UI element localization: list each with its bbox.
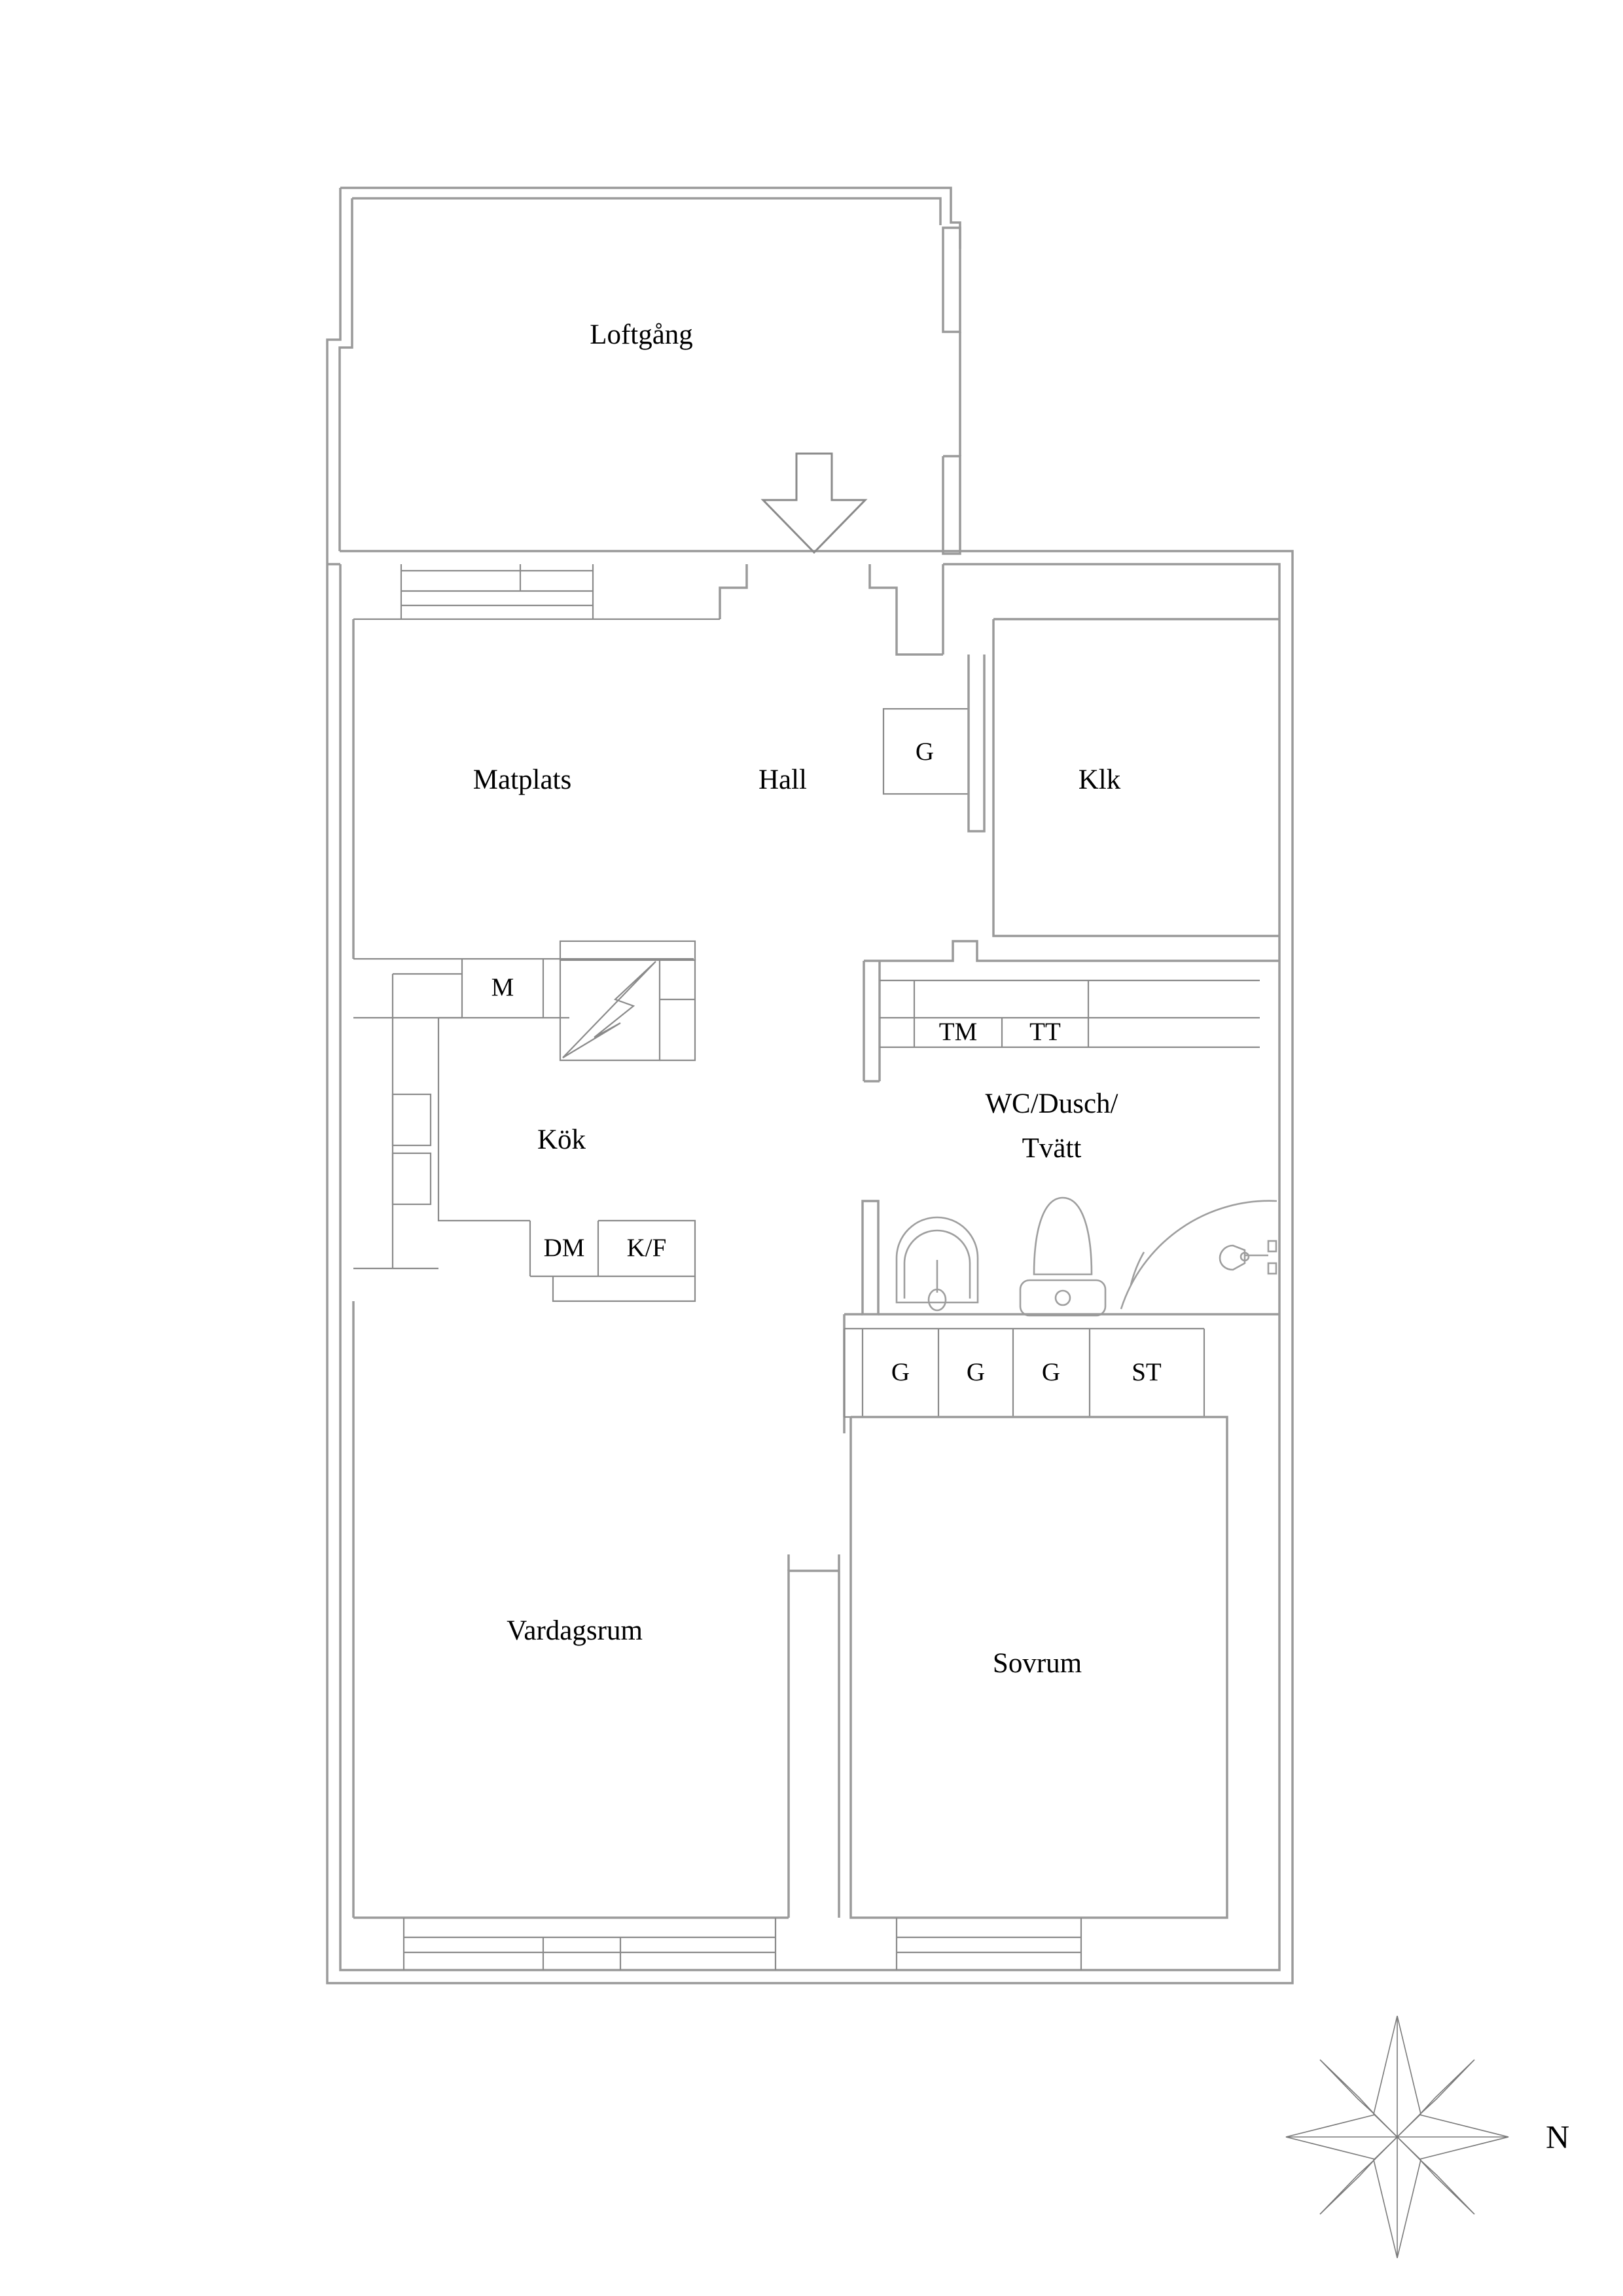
- room-label-hall: Hall: [758, 764, 807, 795]
- cabinet-left-lower: [391, 1152, 432, 1206]
- appliance-washer-dryer-block: TM TT: [880, 979, 1260, 1049]
- appliance-fridge-freezer: K/F: [598, 1219, 696, 1278]
- window-sovrum: [895, 1918, 1082, 1970]
- appliance-label-kf: K/F: [627, 1234, 667, 1262]
- room-klk: Klk: [992, 618, 1279, 937]
- shower-icon: [1120, 1200, 1277, 1310]
- compass-rose-icon: N: [1285, 2015, 1569, 2259]
- room-label-kok: Kök: [537, 1124, 586, 1155]
- room-label-vardagsrum: Vardagsrum: [507, 1615, 643, 1646]
- wardrobe-label-g3: G: [1042, 1358, 1060, 1386]
- appliance-microwave: M: [461, 959, 544, 1018]
- appliance-label-tm: TM: [939, 1018, 978, 1046]
- room-matplats: Matplats: [352, 564, 720, 959]
- cabinet-left-upper: [391, 1093, 432, 1147]
- room-label-wc-line2: Tvätt: [1022, 1133, 1082, 1164]
- wardrobe-row: G G G ST: [843, 1327, 1205, 1418]
- wardrobe-label-st: ST: [1132, 1358, 1162, 1386]
- closet-label-g: G: [916, 738, 934, 766]
- appliance-label-tt: TT: [1029, 1018, 1061, 1046]
- room-hall: Hall G: [758, 655, 986, 833]
- appliance-dishwasher: DM: [529, 1221, 599, 1278]
- toilet-icon: [1019, 1196, 1107, 1317]
- entry-door-jambs: [719, 564, 944, 656]
- room-kok: M DM K/F Kök: [353, 940, 696, 1302]
- room-sovrum: Sovrum: [849, 1416, 1228, 1970]
- room-label-wc-line1: WC/Dusch/: [985, 1088, 1118, 1119]
- wardrobe-label-g1: G: [891, 1358, 910, 1386]
- closet-hall-g: G: [882, 708, 970, 795]
- window-vardagsrum: [402, 1918, 777, 1970]
- lightning-bolt-icon: [562, 961, 656, 1058]
- appliance-label-dm: DM: [544, 1234, 585, 1262]
- apartment-outer-walls: [326, 550, 1294, 1984]
- room-label-loftgang: Loftgång: [590, 319, 693, 350]
- room-loftgang: Loftgång: [326, 187, 961, 564]
- sink-icon: [895, 1216, 979, 1312]
- room-label-matplats: Matplats: [473, 764, 571, 795]
- room-vardagsrum: Vardagsrum: [352, 1301, 840, 1970]
- wardrobe-label-g2: G: [967, 1358, 985, 1386]
- window-matplats: [353, 564, 720, 620]
- down-arrow-icon: [760, 452, 868, 554]
- appliance-label-m: M: [491, 973, 514, 1001]
- room-wc-dusch-tvatt: TM TT WC/Dusch/ Tvätt: [843, 940, 1279, 1433]
- room-label-sovrum: Sovrum: [993, 1648, 1082, 1679]
- appliance-stove: [559, 940, 696, 1062]
- room-label-klk: Klk: [1079, 764, 1121, 795]
- compass-north-label: N: [1546, 2118, 1569, 2155]
